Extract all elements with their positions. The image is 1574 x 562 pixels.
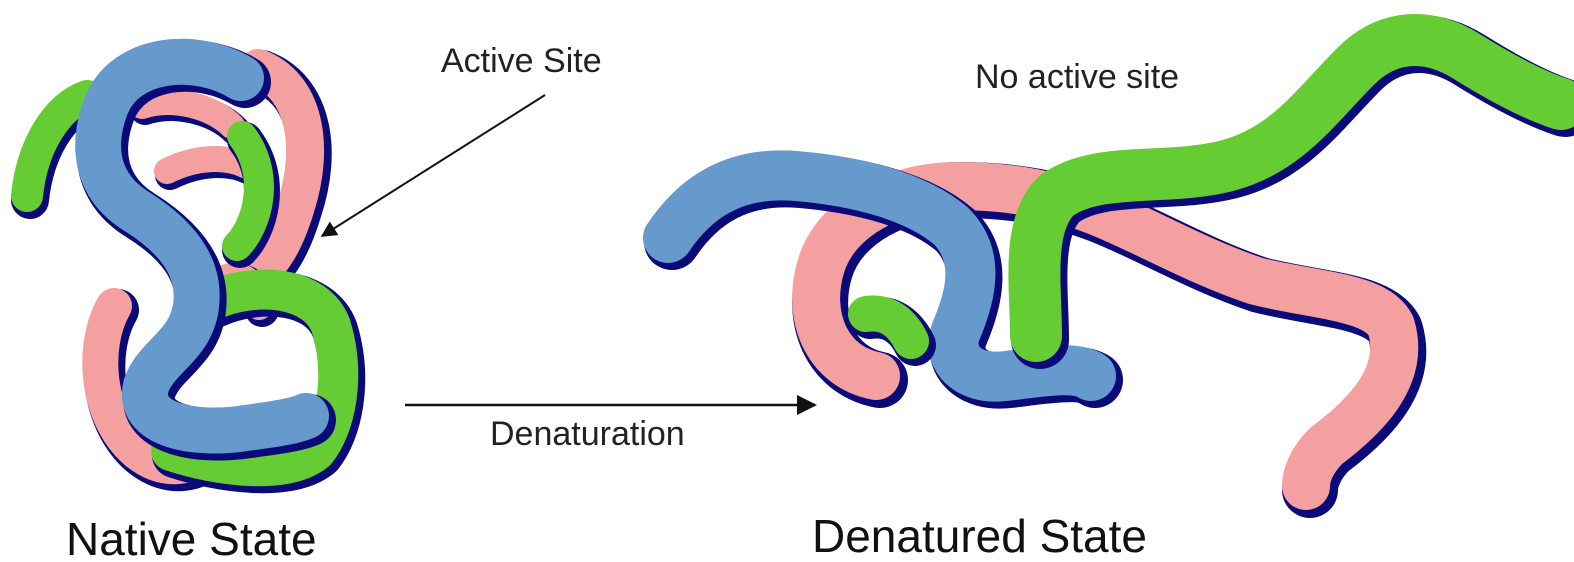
native-state-caption: Native State xyxy=(66,513,317,562)
native-protein xyxy=(27,62,342,470)
active-site-arrow xyxy=(322,95,545,236)
active-site-label: Active Site xyxy=(441,42,602,80)
denatured-green-fragment xyxy=(866,313,915,345)
denaturation-process: Denaturation xyxy=(405,405,815,453)
active-site-callout: Active Site xyxy=(322,42,602,236)
denatured-protein xyxy=(668,40,1565,490)
denaturation-label: Denaturation xyxy=(490,415,685,453)
denatured-state-caption: Denatured State xyxy=(812,510,1147,562)
no-active-site-label: No active site xyxy=(975,58,1179,96)
